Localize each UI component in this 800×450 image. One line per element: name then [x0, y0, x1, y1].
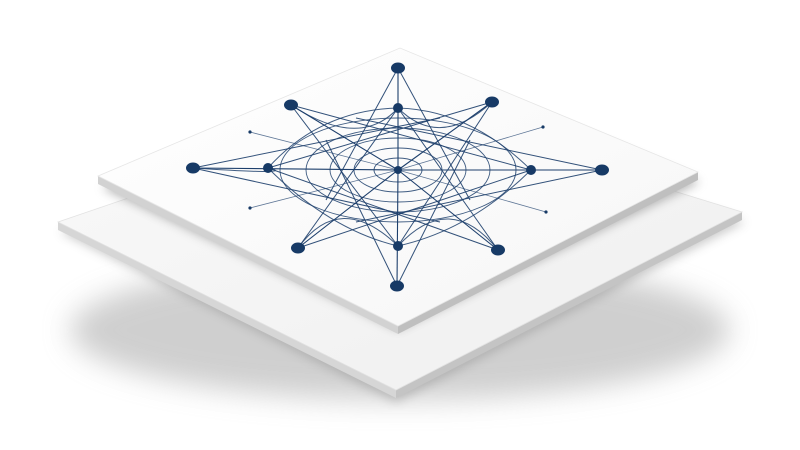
network-node: [526, 165, 536, 175]
bottom-layer-side-right: [396, 212, 742, 398]
network-curve: [397, 169, 532, 247]
top-layer-side-right: [398, 172, 698, 334]
network-spoke: [396, 169, 399, 287]
network-link: [396, 139, 471, 287]
network-node: [284, 99, 298, 111]
network-curve: [267, 107, 399, 169]
network-node: [263, 163, 273, 173]
network-link: [355, 169, 603, 223]
network-node: [390, 280, 404, 292]
network-link: [290, 104, 399, 247]
network-curve: [397, 107, 532, 171]
network-faint-spoke: [397, 169, 547, 213]
network-node: [391, 62, 405, 74]
network-link: [355, 117, 603, 171]
network-small-point: [544, 210, 548, 214]
network-link: [397, 107, 499, 251]
network-small-point: [248, 130, 252, 134]
network-link: [267, 167, 499, 251]
network-node: [393, 241, 403, 251]
network-spoke: [297, 169, 399, 249]
network-link: [297, 169, 532, 249]
network-small-point: [248, 206, 252, 210]
network-center-node: [394, 166, 402, 174]
network-faint-spoke: [249, 169, 399, 209]
network-spoke: [192, 167, 399, 171]
network-spoke: [397, 101, 493, 171]
network-link: [297, 107, 399, 249]
network-link: [325, 139, 398, 287]
network-link: [267, 101, 493, 169]
top-layer-side: [98, 176, 398, 334]
network-spoke: [397, 169, 499, 251]
network-node: [491, 244, 505, 256]
network-faint-spoke: [397, 126, 544, 171]
network-node: [595, 164, 609, 176]
network-node: [485, 96, 499, 108]
network-node: [186, 162, 200, 174]
bottom-layer-side: [58, 222, 396, 398]
network-curve: [267, 167, 399, 247]
network-link: [192, 117, 441, 169]
network-node: [393, 103, 403, 113]
network-link: [290, 104, 532, 171]
network-small-point: [541, 125, 545, 129]
network-graph: [186, 62, 609, 292]
network-node: [291, 242, 305, 254]
